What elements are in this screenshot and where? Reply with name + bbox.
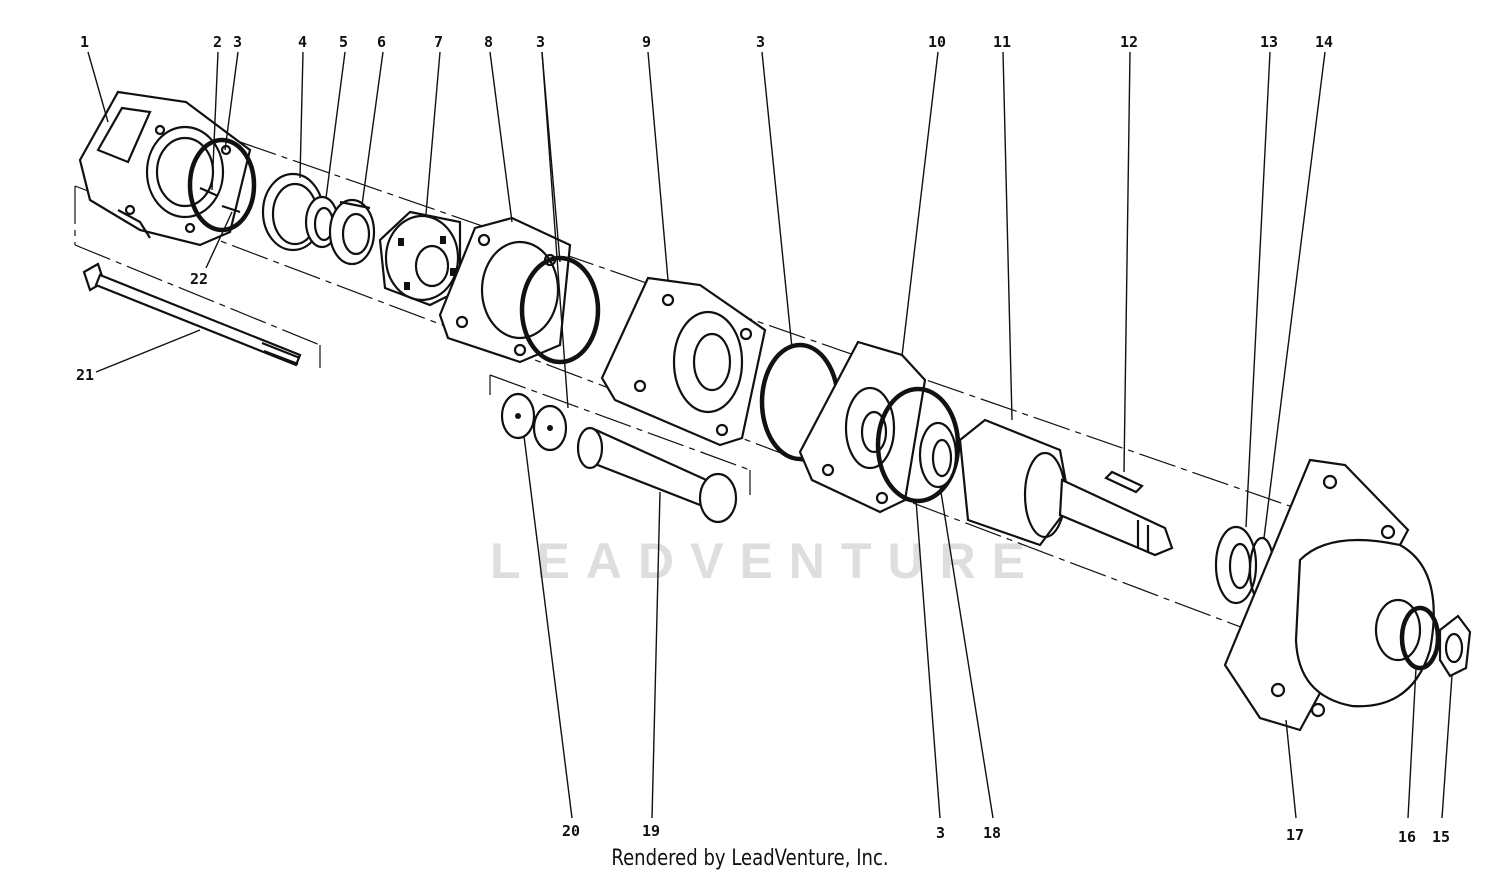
- callout-3: 3: [536, 33, 545, 51]
- callout-6: 6: [377, 33, 386, 51]
- callout-21: 21: [76, 366, 94, 384]
- part-9-wear-plate: [600, 276, 767, 447]
- callout-1: 1: [80, 33, 89, 51]
- callout-5: 5: [339, 33, 348, 51]
- callout-10: 10: [928, 33, 946, 51]
- callout-18: 18: [983, 824, 1001, 842]
- part-18-bearing: [918, 421, 958, 489]
- footer-credit: Rendered by LeadVenture, Inc.: [611, 846, 889, 871]
- callout-8: 8: [484, 33, 493, 51]
- part-21-bolt: [82, 262, 302, 367]
- callout-15: 15: [1432, 828, 1450, 846]
- callout-12: 12: [1120, 33, 1138, 51]
- callout-2: 2: [213, 33, 222, 51]
- part-19-gear-shaft: [576, 426, 738, 524]
- part-12-key: [1104, 470, 1144, 494]
- callout-labels: 1 2 3 4 5 6 7 8 3 9 3 10 11 12 13 14 22 …: [76, 33, 1450, 846]
- part-3-oring-d: [875, 386, 961, 504]
- part-10-housing: [798, 340, 927, 514]
- part-15-nut: [1438, 614, 1472, 678]
- callout-22: 22: [190, 270, 208, 288]
- callout-19: 19: [642, 822, 660, 840]
- part-11-drive-shaft: [958, 418, 1174, 557]
- part-6-bushing: [328, 198, 376, 266]
- callout-4: 4: [298, 33, 307, 51]
- callout-20: 20: [562, 822, 580, 840]
- part-1-end-cover: [78, 90, 252, 247]
- part-7-rotor-set: [378, 210, 462, 307]
- callout-17: 17: [1286, 826, 1304, 844]
- part-8-plate: [438, 216, 572, 364]
- callout-14: 14: [1315, 33, 1333, 51]
- callout-3: 3: [756, 33, 765, 51]
- watermark: LEADVENTURE: [490, 533, 1041, 589]
- callout-3: 3: [936, 824, 945, 842]
- part-3-oring-a: [187, 137, 257, 233]
- callout-9: 9: [642, 33, 651, 51]
- callout-13: 13: [1260, 33, 1278, 51]
- callout-3: 3: [233, 33, 242, 51]
- part-2-pin: [199, 186, 219, 198]
- part-17-mounting-flange: [1223, 458, 1435, 732]
- callout-16: 16: [1398, 828, 1416, 846]
- part-20-idler-gear: [500, 392, 568, 452]
- leader-lines: [87, 51, 1453, 819]
- part-16-seal: [1399, 605, 1441, 671]
- callout-7: 7: [434, 33, 443, 51]
- part-22-pin: [221, 204, 241, 214]
- callout-11: 11: [993, 33, 1011, 51]
